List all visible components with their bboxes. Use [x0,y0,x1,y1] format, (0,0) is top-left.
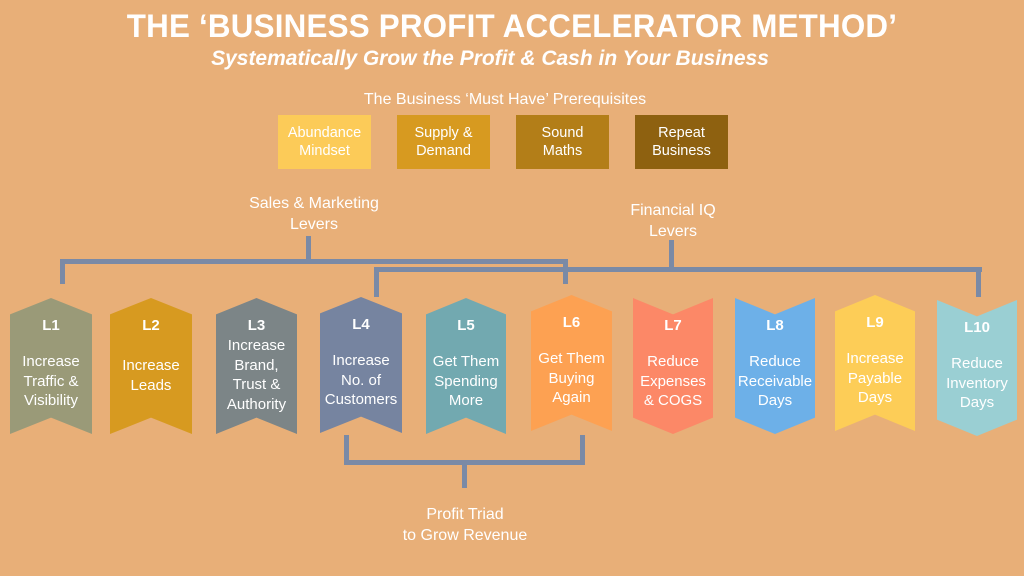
page-title: THE ‘BUSINESS PROFIT ACCELERATOR METHOD’ [126,8,898,44]
group-label-line: Levers [648,223,698,240]
prereq-line: Business [652,143,711,159]
triad-label-line: to Grow Revenue [402,527,528,544]
group-label-line: Financial IQ [630,202,716,219]
prereq-line: Demand [416,143,471,159]
triad-bracket-left-leg [344,435,349,465]
financial-bracket-right-leg [976,267,981,297]
lever-code: L1 [42,317,60,334]
triad-bracket-right-leg [580,435,585,465]
lever-code: L4 [352,316,370,333]
financial-iq-levers-label: Financial IQ Levers [598,200,748,242]
group-label-line: Sales & Marketing [249,195,379,212]
lever-code: L7 [664,317,682,334]
sales-marketing-levers-label: Sales & Marketing Levers [224,193,404,235]
financial-bracket-bar [374,267,982,272]
prereq-supply-demand: Supply & Demand [397,115,490,169]
triad-bracket-stem [462,460,467,488]
lever-code: L3 [247,317,266,334]
prereq-line: Mindset [299,143,350,159]
lever-code: L10 [964,319,990,336]
lever-code: L5 [457,317,475,334]
prereq-line: Sound [541,125,584,141]
prereq-line: Repeat [658,125,705,141]
lever-code: L6 [562,314,581,331]
sales-bracket-stem [306,236,311,263]
group-label-line: Levers [289,216,339,233]
triad-label-line: Profit Triad [426,506,504,523]
financial-bracket-stem [669,240,674,271]
page-subtitle: Systematically Grow the Profit & Cash in… [211,47,769,70]
sales-bracket-left-leg [60,259,65,284]
prerequisites-heading: The Business ‘Must Have’ Prerequisites [363,91,647,108]
lever-code: L9 [866,314,884,331]
prereq-line: Maths [542,143,583,159]
prereq-line: Supply & [414,125,473,141]
financial-bracket-left-leg [374,267,379,297]
lever-code: L8 [766,317,784,334]
profit-triad-label: Profit Triad to Grow Revenue [355,504,575,546]
sales-bracket-bar [60,259,568,264]
lever-code: L2 [142,317,160,334]
prereq-line: Abundance [287,125,362,141]
